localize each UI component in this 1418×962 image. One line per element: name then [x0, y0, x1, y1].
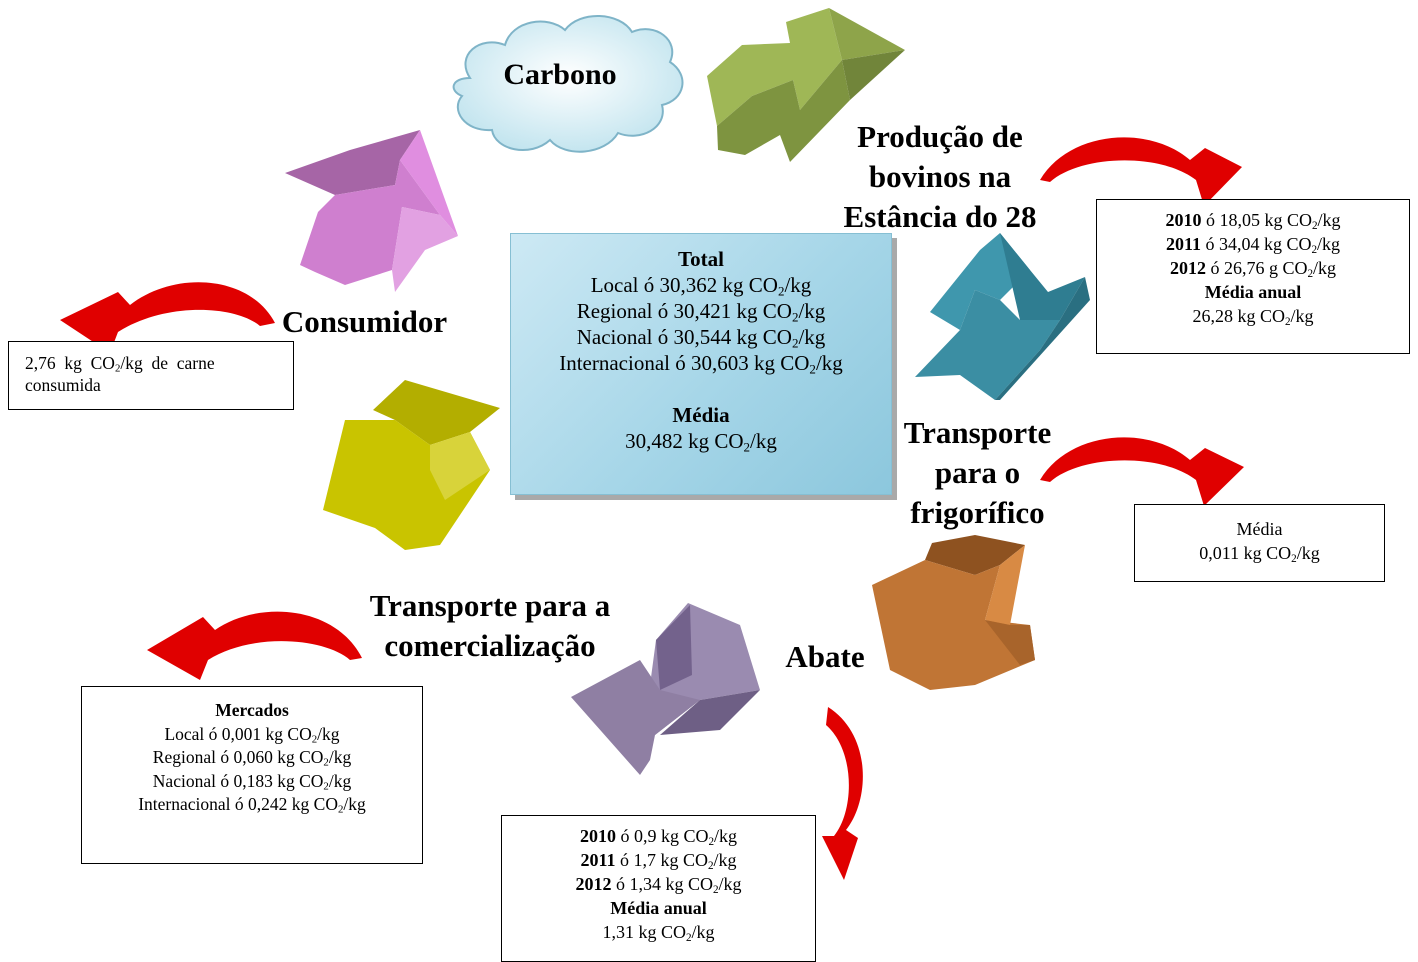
abate-row-2012: 2012 ó 1,34 kg CO2/kg — [575, 874, 742, 896]
red-curved-arrow-comercializacao — [147, 611, 362, 680]
red-curved-arrow-abate — [822, 707, 863, 880]
stage-label-producao-line-2: bovinos na — [868, 159, 1012, 194]
producao-row-2010: 2010 ó 18,05 kg CO2/kg — [1165, 210, 1341, 232]
orange-arrow — [872, 535, 1035, 690]
consumidor-line-2: consumida — [25, 375, 101, 395]
comercializacao-row-nacional: Nacional ó 0,183 kg CO2/kg — [152, 770, 352, 793]
stage-label-transporte-comercializacao-line-1: Transporte para a — [369, 588, 611, 623]
comercializacao-row-regional: Regional ó 0,060 kg CO2/kg — [152, 747, 352, 769]
center-avg-heading: Média — [672, 403, 730, 427]
transporte-frigorifico-values-box: Média 0,011 kg CO2/kg — [1134, 504, 1385, 582]
stage-label-transporte-frigorifico: Transporte para o frigorífico — [895, 413, 1060, 533]
yellow-arrow — [323, 380, 500, 550]
carbon-label: Carbono — [503, 58, 616, 91]
cloud-shape — [452, 15, 684, 153]
comercializacao-values-box: Mercados Local ó 0,001 kg CO2/kg Regiona… — [81, 686, 423, 864]
center-row-local: Local ó 30,362 kg CO2/kg — [590, 273, 812, 299]
stage-label-producao: Produção de bovinos na Estância do 28 — [835, 117, 1045, 237]
teal-arrow — [915, 233, 1090, 400]
comercializacao-heading: Mercados — [215, 700, 289, 720]
consumidor-line-1: 2,76 kg CO2/kg de carne — [25, 353, 215, 375]
abate-row-2011: 2011 ó 1,7 kg CO2/kg — [580, 850, 737, 872]
transporte-frigorifico-heading: Média — [1236, 519, 1283, 539]
center-row-internacional: Internacional ó 30,603 kg CO2/kg — [559, 351, 843, 377]
green-arrow — [707, 8, 905, 162]
center-row-regional: Regional ó 30,421 kg CO2/kg — [576, 299, 826, 325]
producao-values-box: 2010 ó 18,05 kg CO2/kg 2011 ó 34,04 kg C… — [1096, 199, 1410, 354]
stage-label-producao-line-1: Produção de — [857, 119, 1023, 154]
transporte-frigorifico-value: 0,011 kg CO2/kg — [1199, 543, 1320, 565]
stage-label-abate-line-1: Abate — [785, 639, 865, 674]
center-total-heading: Total — [678, 247, 724, 271]
abate-row-2010: 2010 ó 0,9 kg CO2/kg — [579, 826, 738, 848]
stage-label-consumidor-line-1: Consumidor — [281, 304, 448, 339]
comercializacao-row-local: Local ó 0,001 kg CO2/kg — [164, 723, 340, 746]
stage-label-abate: Abate — [770, 637, 880, 677]
red-curved-arrow-producao — [1040, 137, 1242, 206]
stage-label-transporte-frigorifico-line-1: Transporte — [903, 415, 1052, 450]
pink-arrow — [285, 130, 458, 292]
center-total-box: Total Local ó 30,362 kg CO2/kg Regional … — [510, 233, 892, 495]
comercializacao-row-internacional: Internacional ó 0,242 kg CO2/kg — [138, 794, 366, 816]
stage-label-transporte-comercializacao: Transporte para a comercialização — [350, 586, 630, 666]
abate-avg-heading: Média anual — [610, 898, 707, 918]
stage-label-producao-line-3: Estância do 28 — [843, 199, 1037, 234]
abate-avg-value: 1,31 kg CO2/kg — [602, 922, 715, 944]
stage-label-consumidor: Consumidor — [272, 302, 457, 342]
producao-avg-heading: Média anual — [1204, 282, 1302, 302]
center-spacer — [511, 376, 891, 402]
consumidor-values-box: 2,76 kg CO2/kg de carne consumida — [8, 341, 294, 410]
producao-avg-value: 26,28 kg CO2/kg — [1192, 306, 1314, 328]
center-avg-value: 30,482 kg CO2/kg — [625, 429, 777, 455]
stage-label-transporte-frigorifico-line-2: para o — [934, 455, 1021, 490]
abate-values-box: 2010 ó 0,9 kg CO2/kg 2011 ó 1,7 kg CO2/k… — [501, 815, 816, 962]
stage-label-transporte-frigorifico-line-3: frigorífico — [910, 495, 1045, 530]
producao-row-2011: 2011 ó 34,04 kg CO2/kg — [1165, 234, 1341, 256]
stage-label-transporte-comercializacao-line-2: comercialização — [384, 628, 596, 663]
center-row-nacional: Nacional ó 30,544 kg CO2/kg — [576, 325, 826, 351]
producao-row-2012: 2012 ó 26,76 g CO2/kg — [1169, 258, 1337, 280]
red-curved-arrow-transporte — [1040, 437, 1244, 506]
purple-arrow — [571, 603, 760, 775]
red-curved-arrow-consumidor — [60, 282, 275, 353]
